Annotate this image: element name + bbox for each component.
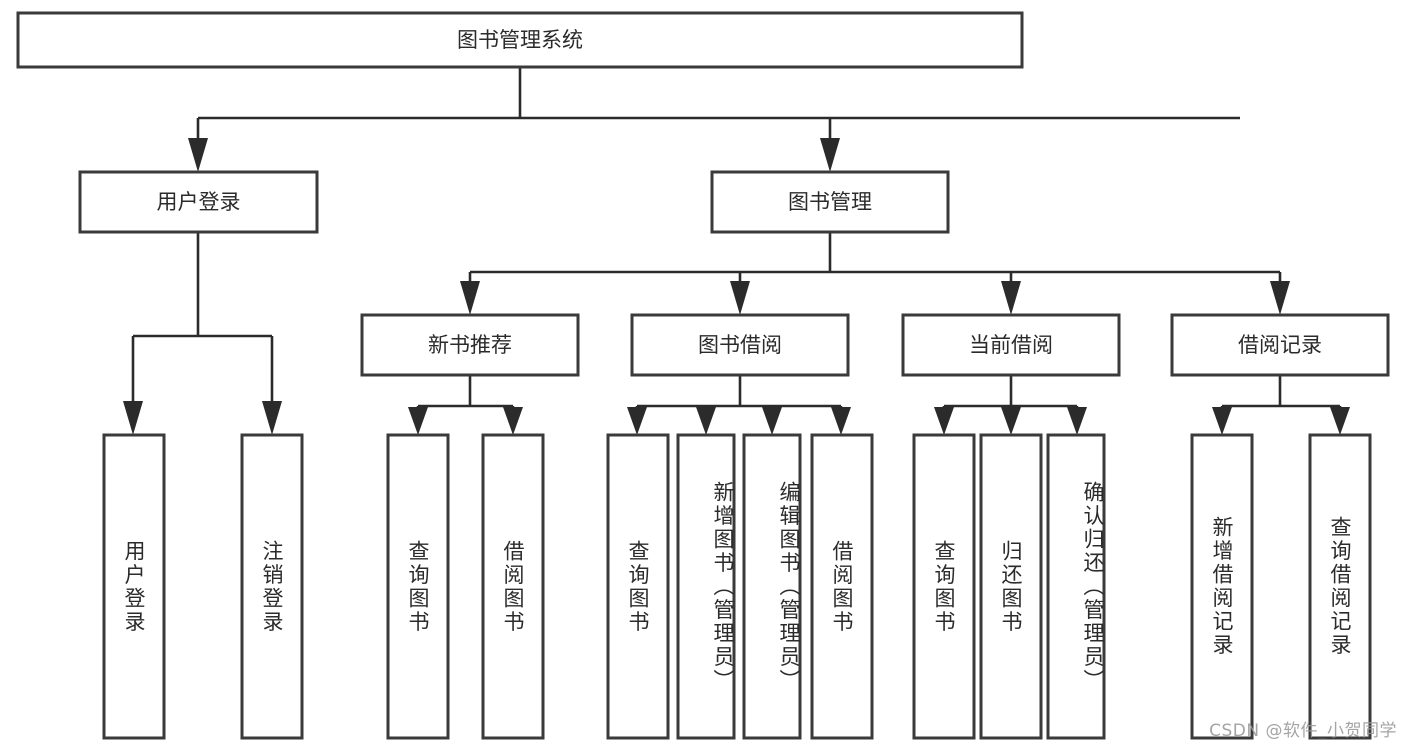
node-new-book-recommend-box[interactable] bbox=[360, 313, 580, 377]
node-user-login-label: 用户登录 bbox=[157, 190, 241, 214]
node-borrow-record-box[interactable] bbox=[1170, 313, 1390, 377]
arrow-head-to-new-book bbox=[460, 281, 480, 315]
leaf-box-add-book-admin[interactable] bbox=[676, 433, 736, 740]
node-book-borrow-box[interactable] bbox=[630, 313, 850, 377]
node-root-box[interactable] bbox=[16, 11, 1024, 69]
leaf-box-query-borrow-record[interactable] bbox=[1308, 433, 1372, 740]
node-borrow-record[interactable]: 借阅记录 bbox=[1170, 313, 1390, 377]
node-current-borrow-box[interactable] bbox=[901, 313, 1121, 377]
arrow-head-leaf-10 bbox=[1001, 407, 1021, 435]
connector-new-book-children bbox=[408, 375, 523, 435]
arrow-head-leaf-1 bbox=[123, 401, 143, 435]
leaf-box-logout[interactable] bbox=[240, 433, 304, 740]
leaf-boxes bbox=[102, 433, 1372, 740]
connector-borrow-book-children bbox=[627, 375, 851, 435]
arrow-head-leaf-2 bbox=[262, 401, 282, 435]
leaf-box-confirm-return-admin[interactable] bbox=[1046, 433, 1106, 740]
node-book-borrow-label: 图书借阅 bbox=[698, 333, 782, 357]
arrow-head-to-current-borrow bbox=[1001, 281, 1021, 315]
leaf-box-borrow-book-1[interactable] bbox=[481, 433, 545, 740]
connector-user-login-children bbox=[123, 232, 282, 435]
node-root-label: 图书管理系统 bbox=[457, 28, 583, 52]
arrow-head-leaf-9 bbox=[934, 407, 954, 435]
connector-current-borrow-children bbox=[934, 375, 1087, 435]
node-book-borrow[interactable]: 图书借阅 bbox=[630, 313, 850, 377]
node-book-manage-label: 图书管理 bbox=[788, 190, 872, 214]
leaf-box-return-book[interactable] bbox=[979, 433, 1043, 740]
connector-book-manage-children bbox=[460, 232, 1290, 315]
arrow-head-to-book-manage bbox=[820, 138, 840, 172]
arrow-head-leaf-7 bbox=[762, 407, 782, 435]
leaf-box-query-book-1[interactable] bbox=[386, 433, 450, 740]
node-user-login[interactable]: 用户登录 bbox=[78, 170, 319, 234]
arrow-head-leaf-5 bbox=[627, 407, 647, 435]
node-new-book-recommend[interactable]: 新书推荐 bbox=[360, 313, 580, 377]
node-borrow-record-label: 借阅记录 bbox=[1238, 333, 1322, 357]
leaf-box-add-borrow-record[interactable] bbox=[1190, 433, 1254, 740]
arrow-head-leaf-11 bbox=[1067, 407, 1087, 435]
node-user-login-box[interactable] bbox=[78, 170, 319, 234]
leaf-box-user-login[interactable] bbox=[102, 433, 166, 740]
arrow-head-leaf-12 bbox=[1212, 407, 1232, 435]
node-current-borrow[interactable]: 当前借阅 bbox=[901, 313, 1121, 377]
arrow-head-leaf-6 bbox=[696, 407, 716, 435]
arrow-head-leaf-3 bbox=[408, 407, 428, 435]
leaf-box-query-book-3[interactable] bbox=[912, 433, 976, 740]
arrow-head-leaf-8 bbox=[831, 407, 851, 435]
arrow-head-to-borrow-book bbox=[730, 281, 750, 315]
leaf-box-borrow-book-2[interactable] bbox=[810, 433, 874, 740]
node-root[interactable]: 图书管理系统 bbox=[16, 11, 1024, 69]
leaf-box-edit-book-admin[interactable] bbox=[742, 433, 802, 740]
arrow-head-to-borrow-record bbox=[1270, 281, 1290, 315]
leaf-box-query-book-2[interactable] bbox=[606, 433, 670, 740]
connector-root-to-level2 bbox=[188, 67, 1240, 172]
node-new-book-recommend-label: 新书推荐 bbox=[428, 333, 512, 357]
arrow-head-to-user-login bbox=[188, 138, 208, 172]
watermark: CSDN @软件_小贺同学 bbox=[1209, 721, 1397, 741]
node-book-manage-box[interactable] bbox=[710, 170, 950, 234]
arrow-head-leaf-13 bbox=[1330, 407, 1350, 435]
connector-borrow-record-children bbox=[1212, 375, 1350, 435]
node-book-manage[interactable]: 图书管理 bbox=[710, 170, 950, 234]
arrow-head-leaf-4 bbox=[503, 407, 523, 435]
node-current-borrow-label: 当前借阅 bbox=[969, 333, 1053, 357]
